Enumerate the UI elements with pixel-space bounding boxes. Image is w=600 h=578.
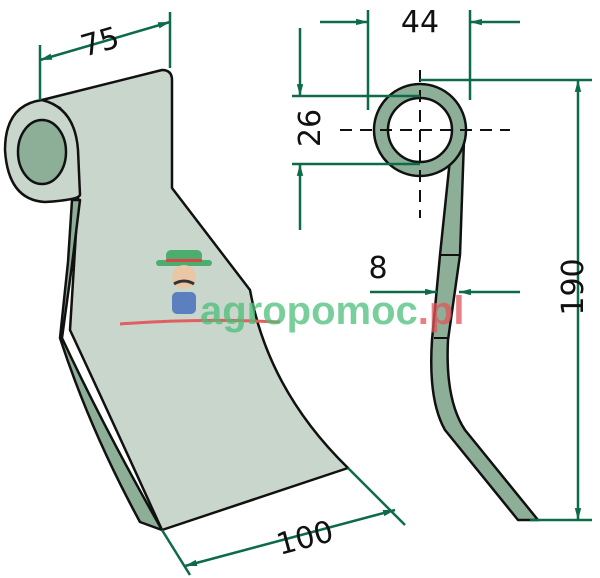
dimension-lines	[38, 10, 592, 576]
watermark-logo: agropomoc.pl	[119, 250, 464, 333]
dim-26-label: 26	[293, 109, 328, 147]
dim-100-label: 100	[273, 514, 337, 563]
blade-eye	[16, 118, 68, 186]
watermark-brand: agropomoc	[200, 289, 418, 333]
watermark-tld: .pl	[418, 289, 465, 333]
blade-side-strip	[58, 198, 164, 532]
farmer-mascot-icon	[156, 250, 212, 314]
dim-44-label: 44	[401, 5, 439, 40]
watermark-text: agropomoc.pl	[200, 289, 464, 333]
dim-75-label: 75	[77, 20, 123, 64]
dim-8-label: 8	[368, 251, 387, 286]
dim-190-label: 190	[556, 258, 591, 315]
center-lines	[340, 70, 510, 218]
